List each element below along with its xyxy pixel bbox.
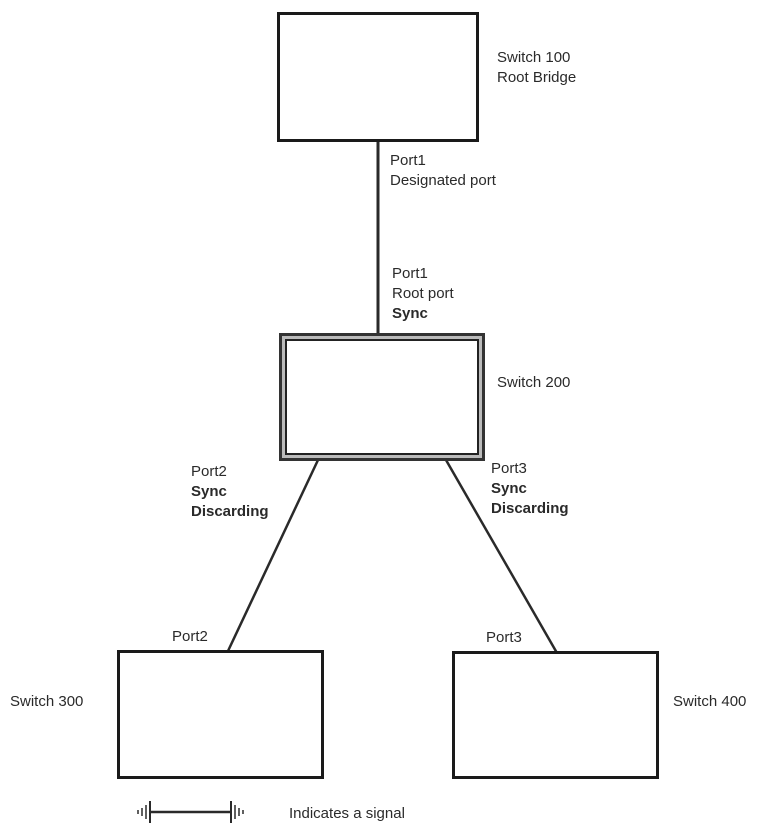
port-status: Discarding: [191, 503, 269, 520]
legend-label: Indicates a signal: [289, 804, 405, 824]
switch-100-label: Switch 100 Root Bridge: [497, 48, 576, 88]
switch-300-name: Switch 300: [10, 693, 84, 710]
port-name: Port1: [390, 152, 426, 169]
switch-200-port1-label: Port1 Root port Sync: [392, 264, 454, 324]
switch-200-port3-label: Port3 Sync Discarding: [491, 459, 569, 519]
legend-signal-icon: [137, 801, 244, 823]
switch-100-role: Root Bridge: [497, 69, 577, 86]
port-name: Port2: [191, 463, 227, 480]
switch-400-box: [452, 651, 659, 779]
switch-300-port-label: Port2: [172, 627, 208, 647]
switch-200-inner-frame: [285, 339, 479, 455]
port-state: Sync: [191, 483, 227, 500]
port-role: Root port: [392, 285, 454, 302]
switch-400-label: Switch 400: [673, 692, 746, 712]
switch-200-label: Switch 200: [497, 373, 570, 393]
link-200-400: [444, 459, 559, 654]
port-name: Port3: [486, 629, 522, 646]
port-name: Port3: [491, 460, 527, 477]
port-name: Port1: [392, 265, 428, 282]
port-state: Sync: [491, 480, 527, 497]
port-name: Port2: [172, 628, 208, 645]
switch-400-port-label: Port3: [486, 628, 522, 648]
switch-400-name: Switch 400: [673, 693, 747, 710]
legend-text: Indicates a signal: [289, 805, 405, 822]
port-role: Designated port: [390, 172, 496, 189]
switch-200-name: Switch 200: [497, 374, 571, 391]
switch-200-port2-label: Port2 Sync Discarding: [191, 462, 269, 522]
port-state: Sync: [392, 305, 428, 322]
link-200-300: [226, 459, 320, 652]
switch-100-box: [277, 12, 479, 142]
switch-100-port-label: Port1 Designated port: [390, 151, 496, 191]
port-status: Discarding: [491, 500, 569, 517]
switch-300-label: Switch 300: [10, 692, 83, 712]
switch-300-box: [117, 650, 324, 779]
switch-100-name: Switch 100: [497, 49, 571, 66]
switch-200-box: [279, 333, 485, 461]
